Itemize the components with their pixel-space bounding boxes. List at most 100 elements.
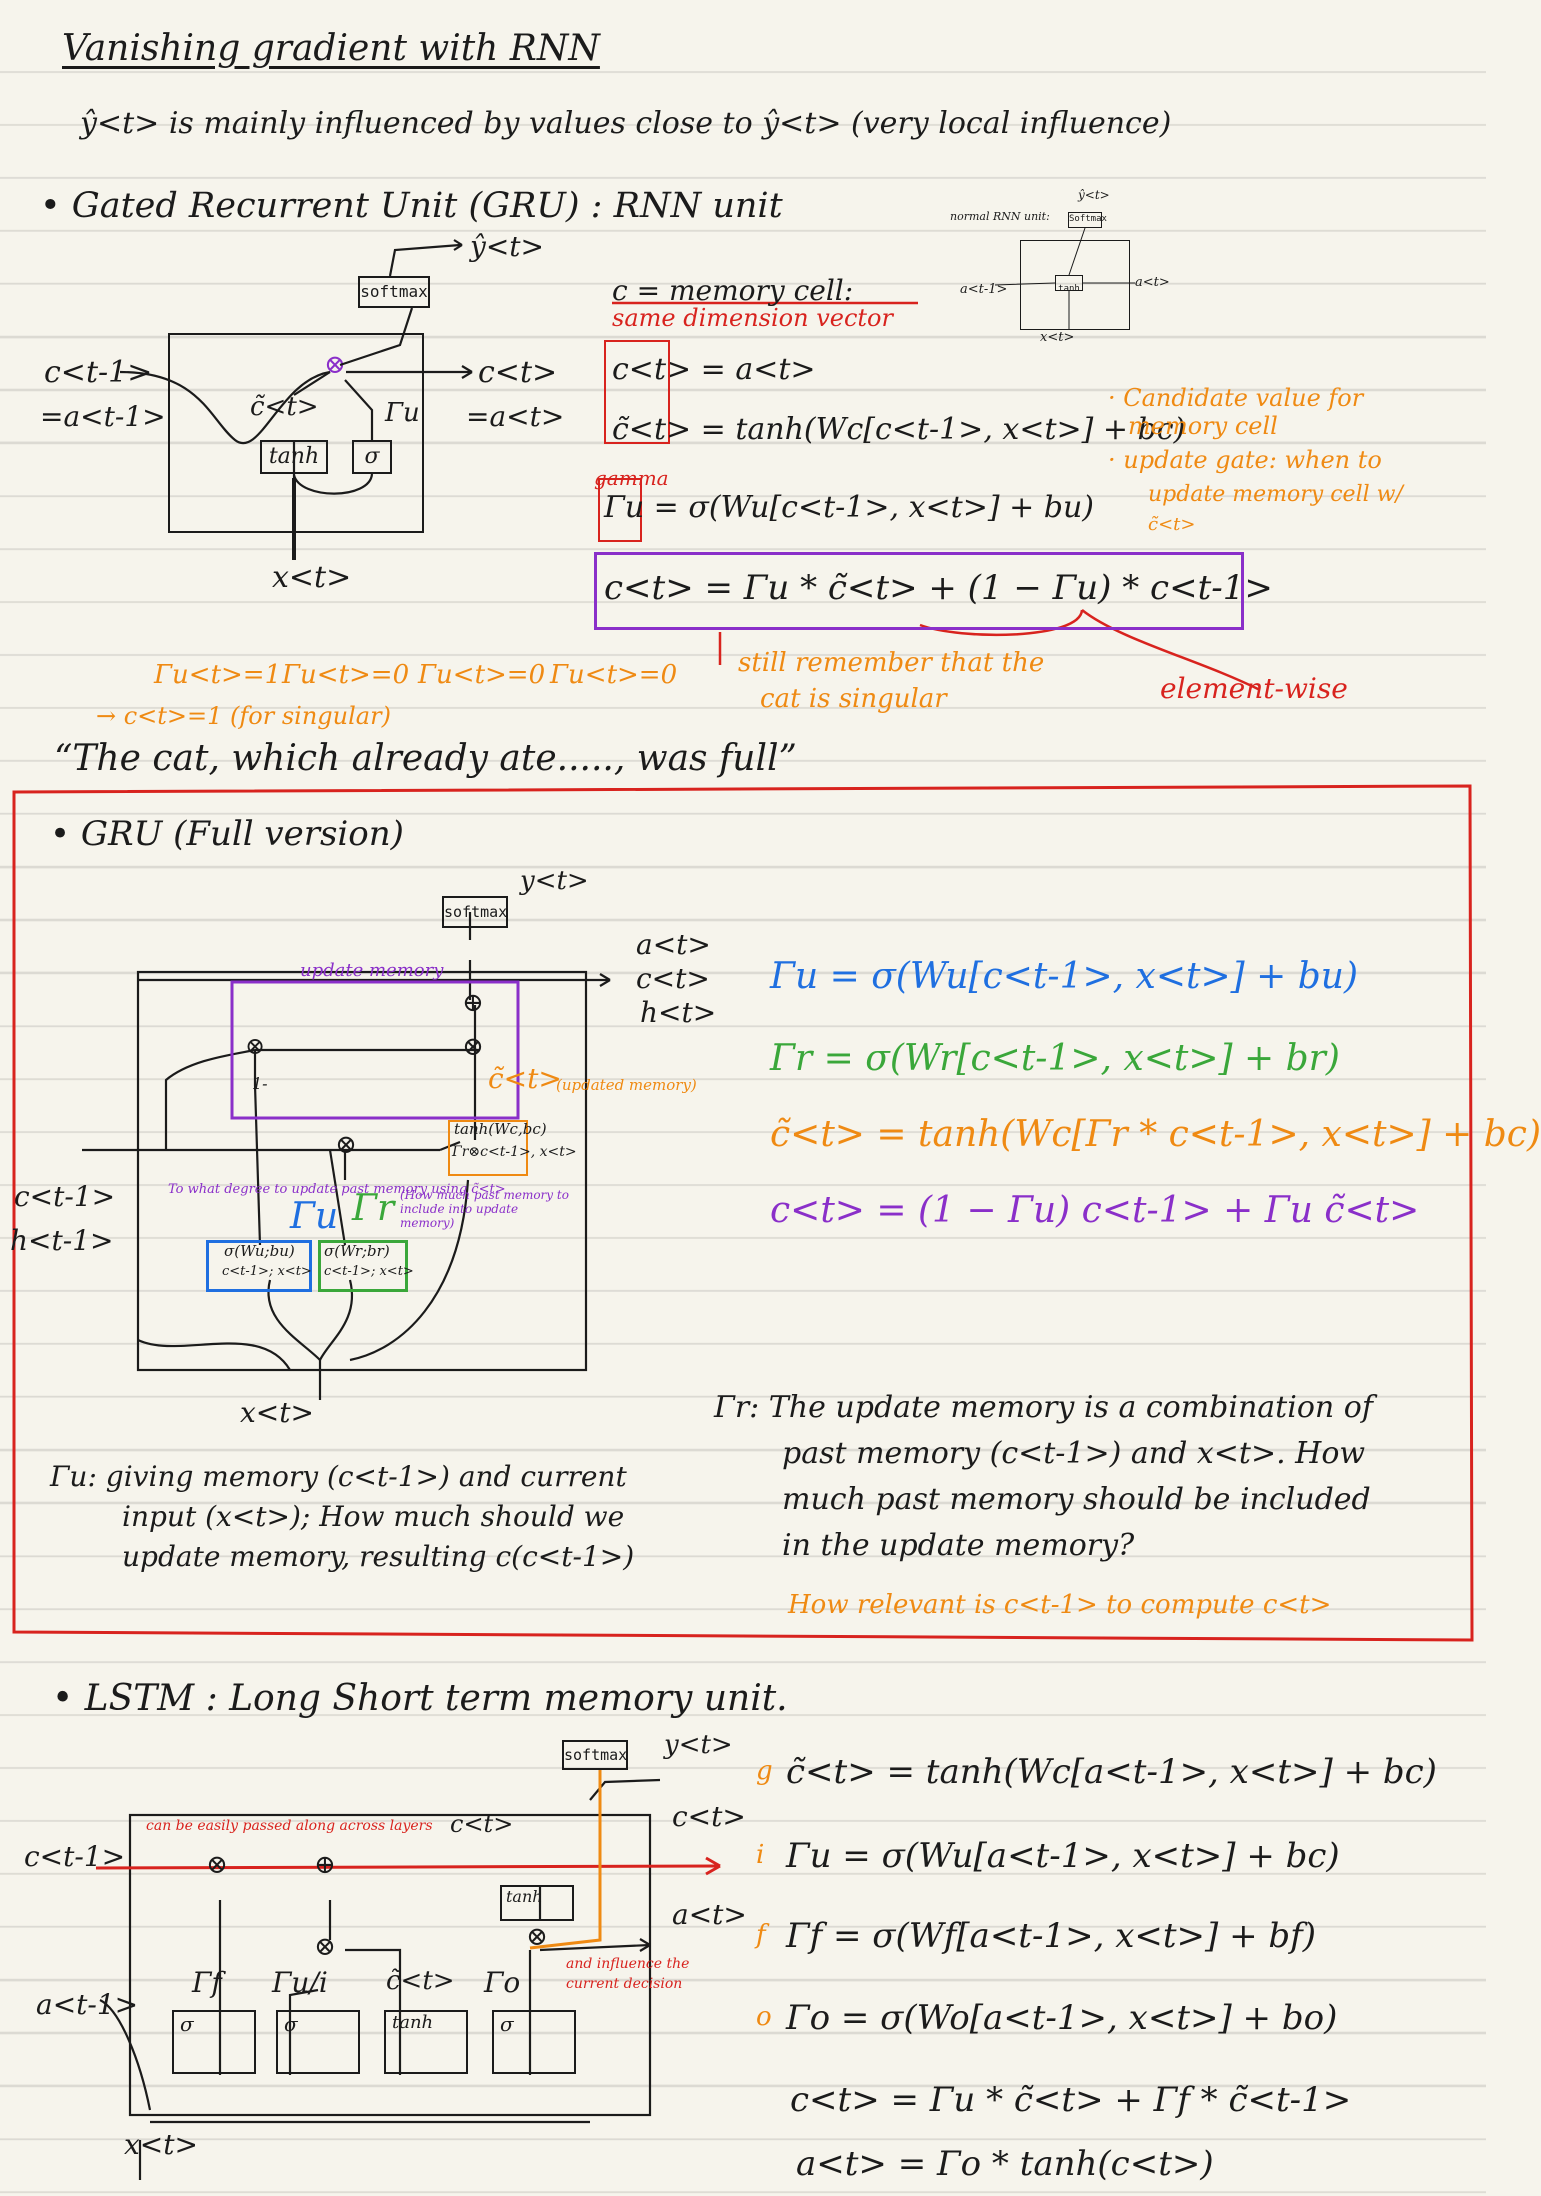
eq-update-purple-box [594,552,1244,630]
gru-full-mult-icon-1: ⊗ [462,1032,484,1062]
gu-text-3: update memory, resulting c(c<t-1>) [122,1540,635,1573]
lstm-y-out: y<t> [664,1730,733,1760]
note-candidate: · Candidate value for [1108,384,1364,412]
gru-full-h-out: h<t> [640,996,717,1029]
lstm-orange-note-2: current decision [566,1976,683,1992]
c-singular-note: → c<t>=1 (for singular) [96,702,391,730]
gru-c-out: c<t> [478,355,558,390]
sigma-r-label: σ(Wr;br) [324,1242,390,1260]
lstm-c-prev: c<t-1> [24,1840,126,1873]
note-update-3: c̃<t> [1148,514,1196,535]
lstm-red-note: can be easily passed along across layers [146,1818,433,1834]
gru-x-in: x<t> [272,560,352,595]
lstm-eq-f: Γf = σ(Wf[a<t-1>, x<t>] + bf) [786,1916,1316,1956]
sigma-u-label: σ(Wu;bu) [224,1242,295,1260]
gru-full-tanh-label: tanh(Wc,bc) [454,1120,547,1138]
lstm-mult-icon-1: ⊗ [206,1850,228,1880]
eq-c-tilde: c̃<t> = tanh(Wc[c<t-1>, x<t>] + bc) [612,412,1186,447]
gru-softmax-box: softmax [358,276,430,308]
gru-full-c-out: c<t> [636,962,710,995]
gru-full-softmax-text: softmax [444,903,508,921]
gr-text-3: much past memory should be included [782,1482,1371,1517]
gru-sigma-text: σ [364,444,380,469]
eq-gamma-u: Γu = σ(Wu[c<t-1>, x<t>] + bu) [604,490,1094,525]
normal-rnn-softmax-text: Softmax [1069,214,1107,224]
gamma-value-2: Γu<t>=0 [282,660,410,690]
normal-rnn-box [1020,240,1130,330]
lstm-letter-o: o [756,2002,772,2032]
lstm-letter-f: f [756,1920,766,1950]
normal-rnn-label: normal RNN unit: [950,210,1050,223]
normal-rnn-a-out: a<t> [1135,275,1170,290]
lstm-letter-g: g [756,1756,773,1786]
element-wise-note: element-wise [1160,672,1348,705]
gru-full-eq-c: c<t> = (1 − Γu) c<t-1> + Γu c̃<t> [770,1190,1420,1231]
gru-full-x-in: x<t> [240,1396,314,1429]
lstm-orange-note: and influence the [566,1956,690,1972]
lstm-sigma-o-box: σ [492,2010,576,2074]
normal-rnn-tanh-text: tanh [1058,284,1080,294]
lstm-c-mid: c<t> [450,1810,514,1838]
gru-full-gamma-r: Γr [352,1188,395,1229]
gru-full-y-out: y<t> [520,866,589,896]
gamma-value-4: Γu<t>=0 [550,660,678,690]
normal-rnn-softmax: Softmax [1068,212,1107,228]
gru-full-gamma-u: Γu [290,1196,339,1237]
lstm-eq-o: Γo = σ(Wo[a<t-1>, x<t>] + bo) [786,1998,1338,2038]
gru-full-eq-ct: c̃<t> = tanh(Wc[Γr * c<t-1>, x<t>] + bc) [770,1114,1541,1155]
normal-rnn-y-out: ŷ<t> [1078,188,1110,202]
lstm-gate-f: Γf [192,1966,222,1999]
gru-diagram-lines [12,227,1474,2180]
degree-note: To what degree to update past memory usi… [168,1182,506,1197]
lstm-eq-c: c<t> = Γu * c̃<t> + Γf * c̃<t-1> [790,2080,1352,2120]
gru-full-eq-r: Γr = σ(Wr[c<t-1>, x<t>] + br) [770,1038,1340,1079]
lstm-tanh-gate-text: tanh [392,2012,434,2033]
lstm-letter-i: i [756,1840,765,1870]
lstm-a-prev: a<t-1> [36,1988,139,2021]
lstm-c-out: c<t> [672,1800,746,1833]
intro-line: ŷ<t> is mainly influenced by values clos… [80,106,1172,141]
gru-full-mult-icon-2: ⊗ [245,1032,266,1060]
updated-memory-note: (updated memory) [556,1076,697,1094]
example-sentence: “The cat, which already ate....., was fu… [54,738,797,779]
gr-text-2: past memory (c<t-1>) and x<t>. How [782,1436,1366,1471]
gru-full-tanh-box [448,1120,528,1176]
gu-text-1: Γu: giving memory (c<t-1>) and current [50,1460,627,1493]
lstm-sigma-u-text: σ [284,2012,298,2036]
lstm-eq-g: c̃<t> = tanh(Wc[a<t-1>, x<t>] + bc) [786,1752,1437,1792]
lstm-eq-a: a<t> = Γo * tanh(c<t>) [796,2144,1214,2184]
gru-full-plus-icon: ⊕ [462,988,484,1018]
lstm-tanh-text: tanh [506,1887,543,1906]
gru-softmax-text: softmax [360,282,428,301]
note-update-2: update memory cell w/ [1148,482,1403,507]
memory-cell-def: c = memory cell: [612,274,854,307]
sigma-u-label-2: c<t-1>; x<t> [222,1264,312,1279]
lstm-sigma-u-box: σ [276,2010,360,2074]
note-update: · update gate: when to [1108,446,1382,474]
gru-full-a-out: a<t> [636,928,711,961]
gru-full-h-prev: h<t-1> [10,1224,114,1257]
lstm-tanh-box: tanh [500,1885,574,1921]
gru-sigma-box: σ [352,440,392,474]
note-candidate-2: memory cell [1128,412,1278,440]
ruled-paper [0,0,1486,2196]
gamma-u-red-box [598,478,642,542]
gru-a-prev: =a<t-1> [40,400,166,433]
sigma-u-box [206,1240,312,1292]
gru-y-out: ŷ<t> [470,230,544,263]
gru-full-tanh-label-2: Γr⊗c<t-1>, x<t> [452,1144,577,1160]
gamma-value-1: Γu<t>=1 [154,660,282,690]
gru-full-mult-icon-3: ⊗ [335,1130,357,1160]
gru-gamma-u: Γu [385,398,420,428]
gr-text-4: in the update memory? [782,1528,1135,1563]
lstm-gate-o: Γo [484,1966,521,1999]
cat-singular-note: cat is singular [760,684,947,714]
lstm-softmax-box: softmax [562,1740,628,1770]
lstm-gate-ct: c̃<t> [386,1966,455,1996]
lstm-sigma-f-text: σ [180,2012,194,2036]
sigma-r-box [318,1240,408,1292]
gu-text-2: input (x<t>); How much should we [122,1500,625,1533]
eq-c-update: c<t> = Γu * c̃<t> + (1 − Γu) * c<t-1> [604,568,1273,608]
gru-full-softmax-box: softmax [442,896,508,928]
gru-a-out: =a<t> [466,400,565,433]
